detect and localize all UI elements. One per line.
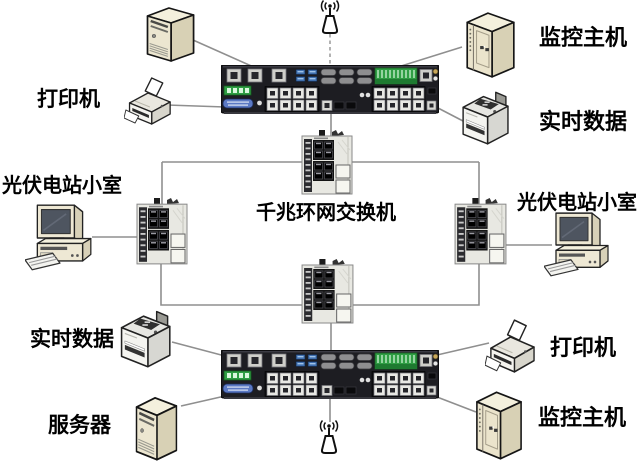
industrial-ring-switch-icon [136,198,188,265]
wire-printer-to-top-rack [166,104,226,108]
wire-ring-bottom-right [352,264,480,306]
wire-cabinet-to-top-rack [397,46,463,68]
label-ring-switch-title: 千兆环网交换机 [256,202,396,224]
copier-icon [462,91,509,145]
label-printer-top-left: 打印机 [37,88,100,111]
industrial-ring-switch-icon [301,130,353,195]
server-cabinet-icon [466,12,515,78]
rackmount-switch-icon [221,65,439,115]
wire-top-rack-to-copier [437,107,464,122]
wire-server-to-bottom-rack [180,395,226,407]
label-monitor-host-top-right: 监控主机 [539,25,628,50]
server-cabinet-icon [476,391,522,460]
antenna-top-icon [320,0,340,34]
label-printer-bottom-right: 打印机 [550,335,617,360]
rackmount-switch-icon [221,350,439,400]
desktop-computer-icon [25,204,92,271]
label-monitor-host-bottom-right: 监控主机 [538,405,627,430]
wire-bottom-rack-to-cabinet [436,396,477,413]
antenna-bottom-icon [319,419,339,454]
wire-bottom-rack-to-printer [436,342,490,356]
wire-ring-bottom-left [160,264,305,306]
label-pv-room-left: 光伏电站小室 [2,175,122,197]
industrial-ring-switch-icon [301,259,354,324]
wire-copier-to-bottom-rack [171,341,226,357]
printer-icon [124,77,171,125]
label-server-bottom-left: 服务器 [48,414,111,437]
label-realtime-data-top-right: 实时数据 [539,109,628,134]
industrial-ring-switch-icon [454,198,507,265]
label-pv-room-right: 光伏电站小室 [517,192,637,214]
desktop-computer-icon [544,212,609,277]
tower-server-icon [135,396,178,462]
wire-tower-to-top-rack [192,39,259,70]
copier-icon [120,310,171,368]
tower-server-icon [146,6,195,63]
printer-icon [485,319,535,373]
label-realtime-data-bottom-left: 实时数据 [30,328,114,351]
